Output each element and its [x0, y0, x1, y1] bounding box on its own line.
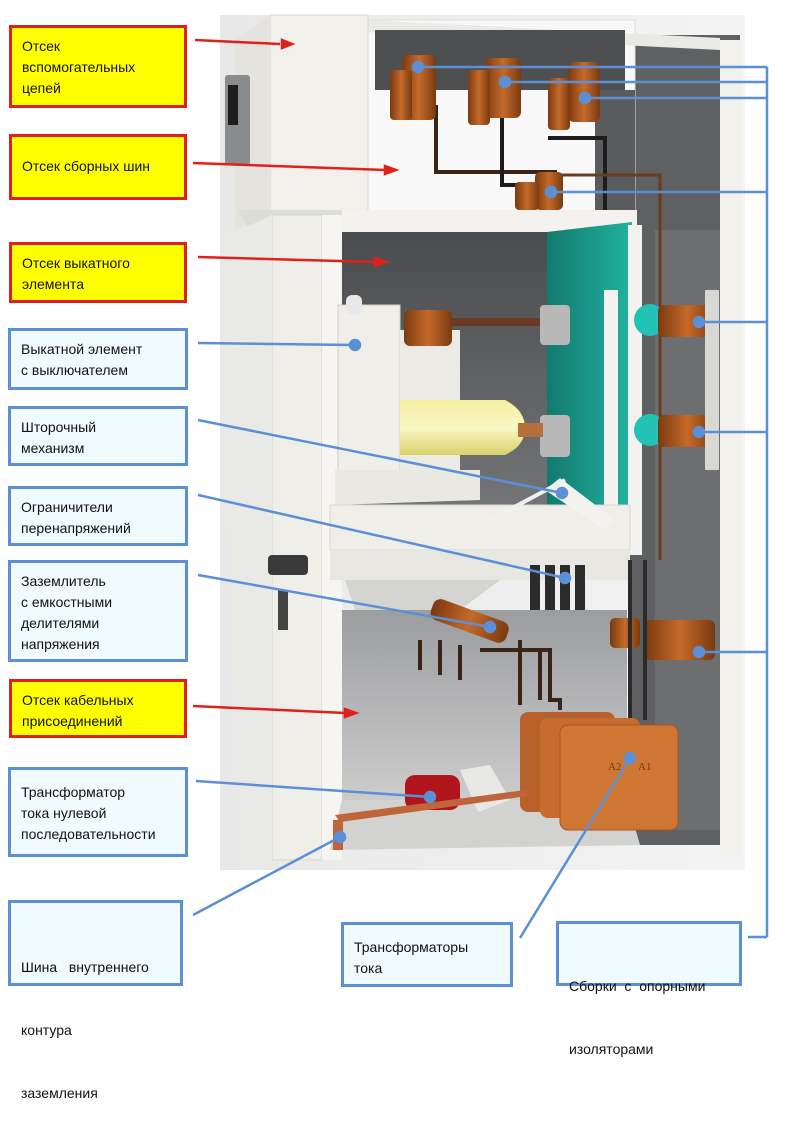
label-line: напряжения — [21, 636, 100, 652]
label-line: изоляторами — [569, 1041, 654, 1057]
label-breaker: Выкатной элемент с выключателем — [8, 328, 188, 390]
label-aux-compartment: Отсек вспомогательных цепей — [9, 25, 187, 108]
blue-leaders — [192, 60, 769, 939]
front-frame — [271, 214, 323, 861]
label-busbar-compartment: Отсек сборных шин — [9, 134, 187, 200]
support-insulator — [658, 415, 716, 447]
contact-cluster — [540, 415, 570, 457]
contact-cluster — [540, 305, 570, 345]
label-line: Выкатной элемент — [21, 341, 143, 357]
label-line: вспомогательных — [22, 59, 136, 75]
label-withdrawable-compartment: Отсек выкатного элемента — [9, 242, 187, 303]
label-earthing-switch: Заземлитель с емкостными делителями напр… — [8, 560, 188, 662]
right-frame — [720, 40, 742, 855]
label-arrester: Ограничители перенапряжений — [8, 486, 188, 546]
ct-marking-a1: A1 — [638, 761, 651, 773]
label-line: присоединений — [22, 713, 123, 729]
current-transformers: A2 A1 — [520, 712, 679, 831]
switchgear-diagram: A2 A1 Отсек вспомогательных — [8, 14, 769, 1101]
label-line: заземления — [21, 1085, 98, 1101]
label-line: Заземлитель — [21, 573, 106, 589]
label-line: элемента — [22, 276, 84, 292]
label-line: Отсек выкатного — [22, 255, 130, 271]
aux-compartment — [269, 14, 369, 216]
ground-bus — [335, 790, 528, 822]
busbar-insulator — [468, 58, 521, 125]
label-line: цепей — [22, 80, 61, 96]
label-line: делителями — [21, 615, 100, 631]
busbar-insulator — [390, 55, 436, 120]
label-line: Сборки с опорными — [569, 978, 706, 994]
label-shutter: Шторочный механизм — [8, 406, 188, 466]
label-line: Отсек — [22, 38, 61, 54]
label-line: механизм — [21, 440, 85, 456]
label-line: Шторочный — [21, 419, 97, 435]
label-current-transformers: Трансформаторы тока — [341, 922, 513, 987]
label-cable-compartment: Отсек кабельных присоединений — [9, 679, 187, 738]
label-line: тока нулевой — [21, 805, 107, 821]
label-line: Трансформаторы — [354, 939, 469, 955]
label-line: Отсек кабельных — [22, 692, 134, 708]
label-line: Трансформатор — [21, 784, 126, 800]
label-line: Ограничители — [21, 499, 113, 515]
label-line: тока — [354, 960, 383, 976]
label-insulator-assemblies: Сборки с опорными изоляторами — [556, 921, 742, 1057]
surge-arresters — [530, 565, 585, 610]
support-insulator — [658, 305, 716, 337]
label-line: последовательности — [21, 826, 156, 842]
label-line: Шина внутреннего — [21, 959, 149, 975]
label-line: с емкостными — [21, 594, 113, 610]
cabinet-illustration: A2 A1 — [192, 14, 769, 939]
label-zero-sequence-ct: Трансформатор тока нулевой последователь… — [8, 767, 188, 857]
label-line: перенапряжений — [21, 520, 131, 536]
label-line: контура — [21, 1022, 72, 1038]
label-ground-bus: Шина внутреннего контура заземления — [8, 900, 183, 1101]
ct-marking-a2: A2 — [608, 761, 621, 773]
label-line: Отсек сборных шин — [22, 158, 151, 174]
red-leaders — [192, 38, 400, 719]
vacuum-interrupter — [400, 400, 525, 455]
label-line: с выключателем — [21, 362, 128, 378]
